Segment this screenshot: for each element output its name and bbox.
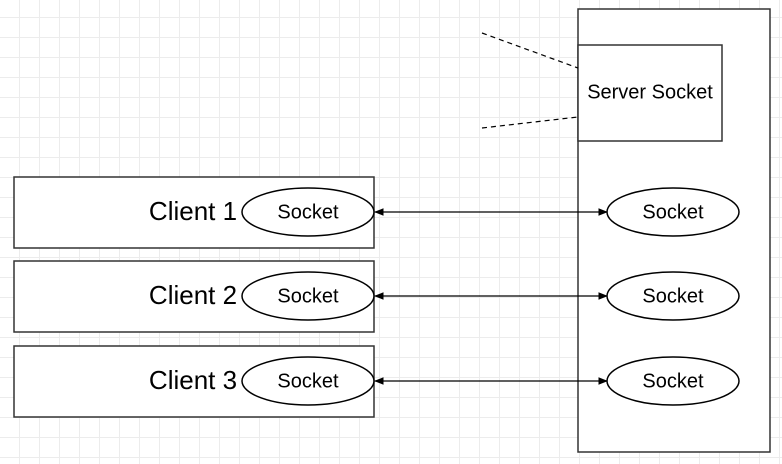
server-client-socket-ellipse	[606, 356, 740, 406]
server-client-socket-ellipse	[606, 187, 740, 237]
client-node: Client 2 Socket	[13, 260, 375, 333]
server-client-socket-label: Socket	[642, 370, 704, 392]
client-node: Client 3 Socket	[13, 345, 375, 418]
client-label: Client 3	[149, 365, 237, 395]
client-socket-ellipse	[241, 187, 375, 237]
server-client-socket-label: Socket	[642, 201, 704, 223]
client-label: Client 2	[149, 280, 237, 310]
server-socket-label: Server Socket	[587, 81, 713, 103]
server-client-socket: Socket	[606, 271, 740, 321]
client-socket-label: Socket	[277, 370, 339, 392]
server-client-socket: Socket	[606, 187, 740, 237]
client-socket-label: Socket	[277, 285, 339, 307]
server-socket-box	[577, 44, 723, 142]
client-socket-ellipse	[241, 271, 375, 321]
server-client-socket: Socket	[606, 356, 740, 406]
callout-dashed-line-bottom	[481, 116, 579, 129]
callout-dashed-line-top	[481, 32, 579, 69]
client-socket-label: Socket	[277, 201, 339, 223]
server-client-socket-ellipse	[606, 271, 740, 321]
client-node: Client 1 Socket	[13, 176, 375, 249]
server-client-socket-label: Socket	[642, 285, 704, 307]
client-socket-ellipse	[241, 356, 375, 406]
client-label: Client 1	[149, 196, 237, 226]
server-socket-node: Server Socket	[577, 44, 723, 142]
